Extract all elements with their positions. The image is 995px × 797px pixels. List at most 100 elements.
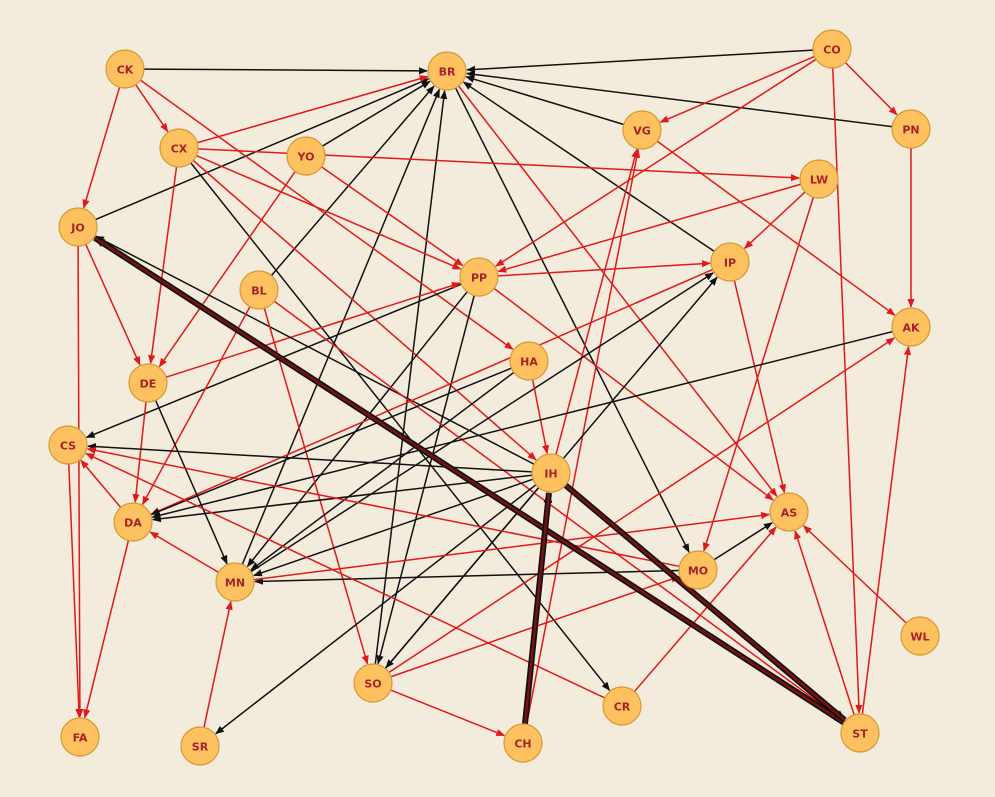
edge-st-ak [861,345,912,715]
node-label: BR [439,66,456,79]
edge-bl-so [263,308,369,665]
node-circle [113,502,153,542]
node-da[interactable]: DA [113,502,153,542]
node-label: DA [124,517,142,530]
edge-cs-fa [68,463,83,718]
node-pp[interactable]: PP [459,257,499,297]
node-circle [891,109,931,149]
edge-lw-pp [497,183,801,273]
edge-ip-as [733,280,787,494]
edge-br-mo [454,87,690,553]
node-cx[interactable]: CX [159,128,199,168]
node-label: WL [910,631,929,644]
node-ha[interactable]: HA [509,341,549,381]
node-ck[interactable]: CK [105,49,145,89]
node-sr[interactable]: SR [180,726,220,766]
edge-vg-br [465,75,625,126]
node-mo[interactable]: MO [678,550,718,590]
node-circle [286,136,326,176]
edge-ih-vg [555,148,639,455]
edge-mn-da [149,531,220,574]
edge-ih-cs [87,443,533,473]
node-circle [48,425,88,465]
node-st[interactable]: ST [840,713,880,753]
node-circle [215,562,255,602]
node-label: CR [614,701,631,714]
node-circle [459,257,499,297]
node-bl[interactable]: BL [239,270,279,310]
node-circle [769,492,809,532]
node-wl[interactable]: WL [900,616,940,656]
node-label: YO [297,151,315,164]
edge-co-pp [495,58,817,267]
edge-mo-as [713,522,773,561]
node-label: JO [70,222,84,235]
node-circle [602,686,642,726]
edge-pn-br [465,70,893,128]
node-circle [58,207,98,247]
edge-ck-br [143,67,428,75]
edge-co-vg [659,55,815,123]
node-label: VG [633,125,651,138]
node-lw[interactable]: LW [799,159,839,199]
node-vg[interactable]: VG [622,110,662,150]
node-yo[interactable]: YO [286,136,326,176]
edge-mn-as [253,511,771,581]
node-cs[interactable]: CS [48,425,88,465]
edge-ck-ha [139,79,514,350]
node-cr[interactable]: CR [602,686,642,726]
node-circle [239,270,279,310]
node-label: PN [902,124,919,137]
edge-cx-pp [196,154,462,270]
edge-co-br [466,49,814,73]
node-label: CS [60,440,76,453]
edge-co-st [832,67,863,714]
node-br[interactable]: BR [427,51,467,91]
edge-yo-br [321,80,431,147]
node-label: HA [520,356,538,369]
node-mn[interactable]: MN [215,562,255,602]
edge-pp-as [493,287,774,501]
node-co[interactable]: CO [812,29,852,69]
node-circle [509,341,549,381]
node-circle [353,663,393,703]
edge-pp-so [376,295,475,665]
edge-de-da [132,401,147,504]
edge-st-as [794,530,855,716]
node-ak[interactable]: AK [891,307,931,347]
edge-wl-as [802,525,907,624]
node-de[interactable]: DE [128,363,168,403]
edge-ih-so [385,487,540,669]
node-label: CH [514,738,531,751]
node-circle [799,159,839,199]
node-as[interactable]: AS [769,492,809,532]
edge-ck-jo [82,86,121,209]
edge-cx-br [197,75,429,144]
node-circle [812,29,852,69]
edge-mo-cs [86,446,680,568]
thick-edge-ch-ih [521,491,553,725]
node-label: FA [73,732,88,745]
edge-so-br [374,89,448,665]
edge-pp-ip [497,260,711,277]
node-label: SR [192,741,209,754]
node-fa[interactable]: FA [60,717,100,757]
node-jo[interactable]: JO [58,207,98,247]
node-ch[interactable]: CH [503,723,543,763]
edge-so-ch [390,689,506,737]
node-label: IH [544,468,557,481]
node-label: CO [823,44,840,57]
node-label: DE [140,378,157,391]
node-so[interactable]: SO [353,663,393,703]
edge-br-as [458,85,778,497]
node-ih[interactable]: IH [531,453,571,493]
edge-cx-cr [190,162,611,692]
node-pn[interactable]: PN [891,109,931,149]
node-circle [159,128,199,168]
node-ip[interactable]: IP [710,242,750,282]
node-label: MO [688,565,708,578]
edge-co-pn [844,61,898,116]
node-label: MN [225,577,245,590]
edge-bl-br [270,85,435,277]
